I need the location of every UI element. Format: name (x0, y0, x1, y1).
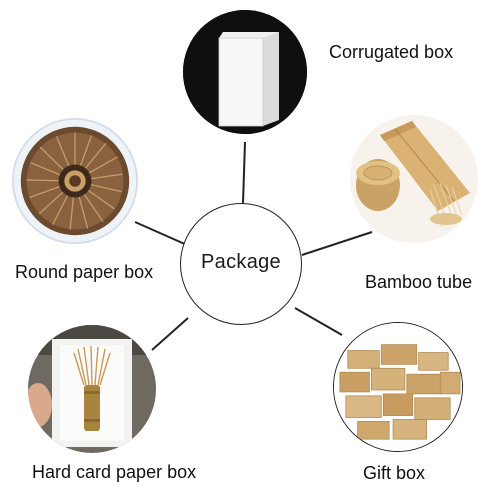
bamboo-tube-label: Bamboo tube (365, 272, 473, 292)
corrugated-box-label: Corrugated box (329, 42, 454, 62)
connector-gift (294, 307, 343, 336)
hub-label: Package (201, 251, 281, 273)
package-hub: Package (180, 203, 302, 325)
round-paper-box-image (12, 118, 138, 244)
connector-bamboo (301, 231, 373, 256)
corrugated-box-image (183, 10, 307, 134)
bamboo-tube-image (350, 115, 478, 243)
bamboo-tube-photo-icon (350, 115, 478, 243)
hard-card-paper-box-label: Hard card paper box (32, 462, 197, 482)
whisk-in-box-photo-icon (28, 325, 156, 453)
connector-hardcard (151, 317, 189, 351)
white-box-photo-icon (183, 10, 307, 134)
round-whisk-box-photo-icon (14, 120, 136, 242)
gift-box-image (333, 322, 463, 452)
connector-corrugated (242, 141, 246, 204)
connector-round (134, 221, 188, 246)
hard-card-paper-box-image (28, 325, 156, 453)
gift-box-label: Gift box (363, 463, 426, 483)
kraft-gift-boxes-photo-icon (334, 323, 462, 451)
round-paper-box-label: Round paper box (15, 262, 154, 282)
